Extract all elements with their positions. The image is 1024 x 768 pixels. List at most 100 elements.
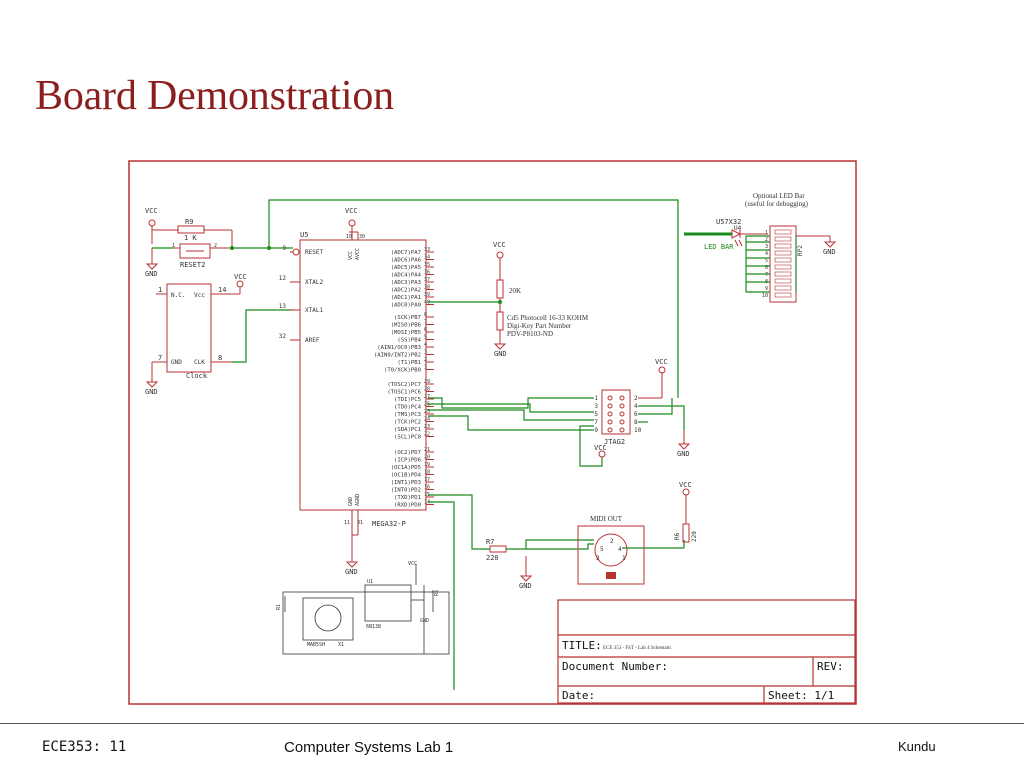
mcu-left-pin-name: XTAL1 — [305, 307, 323, 314]
jtag-pin-dot — [607, 427, 613, 433]
mcu-pin-name: (TDO)PC4 — [394, 405, 422, 411]
mcu-pin-name: (AIN0/INT2)PB2 — [374, 353, 421, 359]
mcu-pin-num: 2 — [424, 357, 427, 363]
rp2-element — [774, 229, 792, 235]
rp2-element — [774, 292, 792, 298]
reset-wires — [152, 199, 679, 398]
vcc-label-jtag: VCC — [655, 358, 668, 366]
r9-value: 1 K — [184, 234, 197, 242]
vcc-label-clock: VCC — [234, 273, 247, 281]
rp2-pin-left: 1 — [765, 230, 768, 236]
jtag-pin-right: 4 — [634, 403, 638, 410]
mcu-pin-num: 29 — [424, 379, 430, 385]
mcu-body — [299, 239, 427, 511]
mcu-pin-num-30: 30 — [359, 234, 365, 240]
mcu-pin-num: 3 — [424, 350, 427, 356]
reset-pin-2: 2 — [214, 243, 217, 249]
jtag-pin-dot — [607, 411, 613, 417]
rp2-pin-left: 10 — [762, 293, 768, 299]
title-block-date-label: Date: — [562, 689, 595, 702]
gnd-label-mcu: GND — [345, 568, 358, 576]
mcu-pin-name: (T0/XCK)PB0 — [384, 368, 421, 374]
midi-in-u1: U1 — [367, 579, 373, 585]
clock-pin-gnd: GND — [171, 359, 182, 366]
mcu-pin-num: 27 — [424, 394, 430, 400]
r6-value: 220 — [691, 531, 698, 542]
led-bar-label: LED BAR — [704, 243, 734, 251]
vcc-symbol-jtag — [638, 366, 666, 399]
mcu-pin-name: (ICP)PD6 — [394, 458, 421, 464]
mcu-pin-name: (SS)PB4 — [397, 338, 421, 344]
mcu-pin-avcc: AVCC — [355, 248, 361, 260]
mcu-pin-num: 36 — [424, 270, 430, 276]
mcu-pin-num: 21 — [424, 447, 430, 453]
midi-in-circuit — [282, 564, 450, 655]
vcc-symbol-photo — [496, 251, 504, 280]
rp2-element — [774, 285, 792, 291]
clock-oscillator — [156, 283, 232, 373]
mcu-pin-name: (MISO)PB6 — [391, 323, 421, 329]
junction-reset — [267, 246, 271, 250]
mcu-pin-name: (SCK)PB7 — [394, 315, 421, 321]
mcu-pin-name: (MOSI)PB5 — [391, 330, 421, 336]
mcu-pin-name: (OC2)PD7 — [394, 450, 421, 456]
midi-pin-2: 2 — [610, 538, 614, 545]
jtag-pin-dot — [619, 411, 625, 417]
title-block-doc-label: Document Number: — [562, 660, 668, 673]
slide-title: Board Demonstration — [35, 73, 394, 119]
mcu-pin-num: 26 — [424, 402, 430, 408]
mcu-pin-name: (T1)PB1 — [397, 360, 421, 366]
gnd-symbol-led — [796, 235, 837, 248]
gnd-symbol-clock — [145, 361, 159, 388]
reset-switch — [174, 243, 232, 259]
jtag-pin-right: 10 — [634, 427, 642, 434]
title-block-title-value: ECE 353 - FST - Lab 4 Schematic — [603, 646, 672, 651]
led-bar-wires — [745, 235, 797, 293]
midi-out-title: MIDI OUT — [590, 515, 623, 523]
title-block — [557, 599, 856, 704]
schematic-border — [128, 160, 857, 705]
mcu-left-pin-num: 13 — [279, 303, 287, 310]
schematic-diagram: VCC R9 1 K 1 2 RESET2 GND N.C. Vcc GND C… — [128, 160, 858, 706]
mcu-left-pin-num: 32 — [279, 333, 287, 340]
mcu-pin-name: (TXD)PD1 — [394, 495, 421, 501]
mcu-pin-num: 33 — [424, 247, 430, 253]
vcc-symbol-mcu — [348, 219, 359, 240]
title-block-rev-label: REV: — [817, 660, 844, 673]
r7-value: 220 — [486, 554, 499, 562]
clock-wires — [232, 309, 293, 363]
junction-r9 — [230, 246, 234, 250]
vcc-label-r6: VCC — [679, 481, 692, 489]
rp2-pin-left: 5 — [765, 258, 768, 264]
mcu-pin-name: (ADC5)PA5 — [391, 265, 421, 271]
mcu-pin-name: (TCK)PC2 — [394, 420, 421, 426]
rp2-pin-left: 3 — [765, 244, 768, 250]
resistor-20k-label: 20K — [509, 287, 521, 295]
gnd-label-photo: GND — [494, 350, 507, 358]
gnd-label-midi: GND — [519, 582, 532, 590]
mcu-pin-num: 4 — [424, 342, 427, 348]
mcu-pin-num: 20 — [424, 455, 430, 461]
mcu-pin-num: 1 — [424, 365, 427, 371]
footer-course-title: Computer Systems Lab 1 — [284, 739, 454, 756]
jtag-pin-dot — [607, 403, 613, 409]
gnd-label-clock: GND — [145, 388, 158, 396]
midi-pin-5: 5 — [600, 546, 604, 553]
midi-in-r5: R5 — [434, 590, 440, 596]
mcu-pin-num: 14 — [424, 500, 430, 506]
jtag-pin-left: 5 — [594, 411, 598, 418]
r7-ref: R7 — [486, 538, 494, 546]
mcu-pin-name: (OC1A)PD5 — [391, 465, 421, 471]
mcu-pin-name: (ADC0)PA0 — [391, 303, 421, 309]
gnd-label-midi-in: GND — [420, 618, 429, 624]
vcc-symbol-r6 — [682, 488, 690, 524]
rp2-element — [774, 243, 792, 249]
jtag-pin-dot — [619, 395, 625, 401]
rp2-element — [774, 264, 792, 270]
vcc-symbol-clock — [232, 280, 244, 295]
rp2-element — [774, 250, 792, 256]
